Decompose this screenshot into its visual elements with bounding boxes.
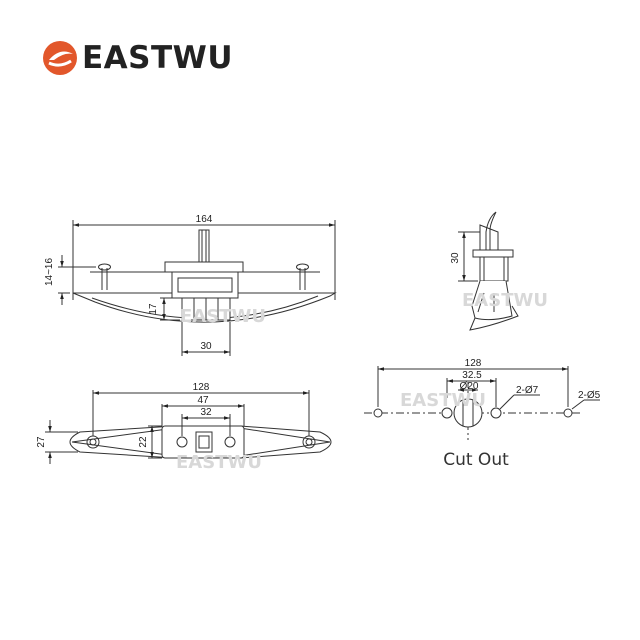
- dim-height-range: 14~16: [44, 258, 55, 287]
- brand-name: EASTWU: [82, 40, 234, 76]
- brand-mark-icon: [43, 41, 77, 75]
- watermark: EASTWU: [462, 290, 548, 311]
- dim-cutout-width: 128: [465, 358, 482, 369]
- dim-inner-height: 22: [138, 436, 149, 448]
- dim-side-hole: 2-Ø7: [516, 385, 539, 396]
- watermark: EASTWU: [400, 390, 486, 411]
- dim-center-hole: Ø20: [460, 381, 479, 392]
- dim-base-width: 30: [200, 341, 212, 352]
- dim-cutout-offset: 32.5: [462, 370, 482, 381]
- cut-out-label: Cut Out: [443, 450, 509, 470]
- brand-logo: EASTWU: [40, 38, 233, 78]
- dim-mechanism-height: 17: [148, 303, 159, 315]
- dim-end-hole: 2-Ø5: [578, 390, 601, 401]
- end-view: [458, 211, 519, 331]
- dim-overall-width: 164: [196, 214, 213, 225]
- dim-plate-width: 47: [197, 395, 209, 406]
- plan-view: [45, 390, 332, 464]
- watermark: EASTWU: [180, 306, 266, 327]
- side-view: [58, 220, 337, 356]
- watermark: EASTWU: [176, 452, 262, 473]
- dim-plan-height: 27: [36, 436, 47, 448]
- dim-end-height: 30: [450, 252, 461, 264]
- dim-slot-width: 32: [200, 407, 212, 418]
- dim-plan-width: 128: [193, 382, 210, 393]
- cut-out-view: [364, 366, 600, 440]
